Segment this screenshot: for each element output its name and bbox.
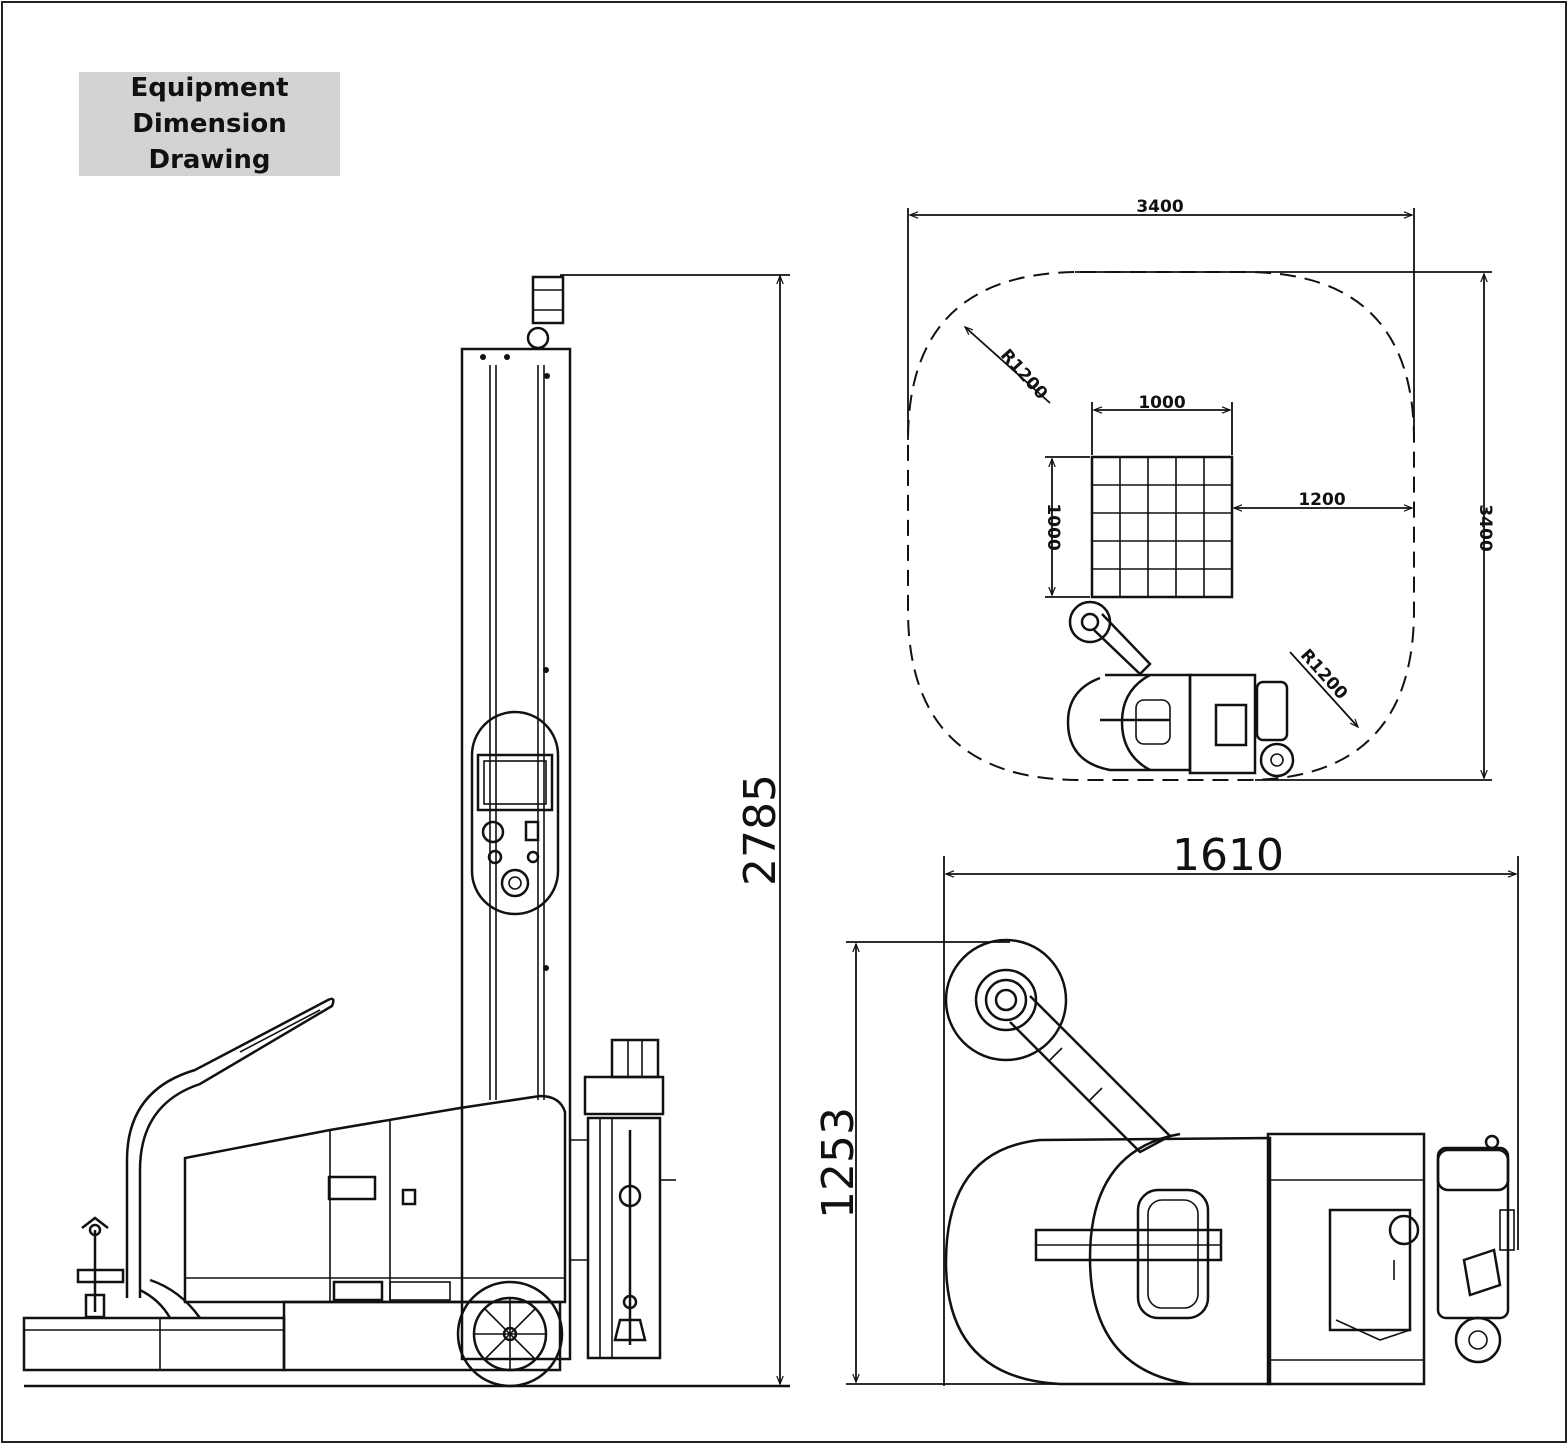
side-unit [1436, 1146, 1510, 1320]
side-view: 2785 [22, 274, 790, 1388]
steering-handle [125, 997, 335, 1298]
machine-mid-body [1266, 1132, 1426, 1386]
title-line-1: Equipment [130, 73, 289, 103]
plan-view: 1610 1253 [813, 830, 1519, 1386]
title-line-3: Drawing [148, 145, 271, 175]
base-frame [22, 1316, 286, 1372]
dim-3400-side: 3400 [1475, 504, 1495, 551]
dim-3400-top: 3400 [1136, 197, 1183, 217]
motor-block [1328, 1208, 1412, 1332]
dim-r1200-top: R1200 [996, 346, 1051, 404]
mast-top-cap [531, 275, 565, 325]
panel-emergency-stop-icon [500, 868, 530, 898]
title-line-2: Dimension [132, 109, 287, 139]
wrap-envelope [907, 271, 1415, 781]
dim-length-label: 1610 [1172, 830, 1284, 881]
film-carriage [586, 1116, 662, 1360]
film-carriage-top [583, 1075, 665, 1116]
machine-plan-small [1066, 600, 1295, 778]
panel-knob-icon [481, 820, 505, 844]
dim-pallet-width: 1000 [1138, 393, 1185, 413]
film-roll [944, 938, 1068, 1062]
dim-clearance: 1200 [1298, 490, 1345, 510]
lifting-eye [526, 326, 550, 350]
dim-width-label: 1253 [813, 1107, 864, 1219]
control-panel [470, 710, 560, 916]
machine-body [183, 1094, 567, 1304]
plan-handle-loop [1136, 1188, 1210, 1320]
machine-rear-body [944, 1136, 1272, 1386]
panel-screen [476, 753, 554, 812]
dim-height-label: 2785 [735, 774, 786, 886]
title-label-box: Equipment Dimension Drawing [79, 72, 340, 176]
mast [460, 347, 572, 1361]
pallet [1090, 455, 1234, 599]
dim-r1200-bottom: R1200 [1296, 646, 1351, 704]
dim-pallet-depth: 1000 [1043, 503, 1063, 550]
film-arm [1009, 995, 1173, 1154]
plan-wheel [1454, 1316, 1502, 1364]
top-view: 3400 3400 R1200 R1200 1000 [907, 197, 1495, 781]
